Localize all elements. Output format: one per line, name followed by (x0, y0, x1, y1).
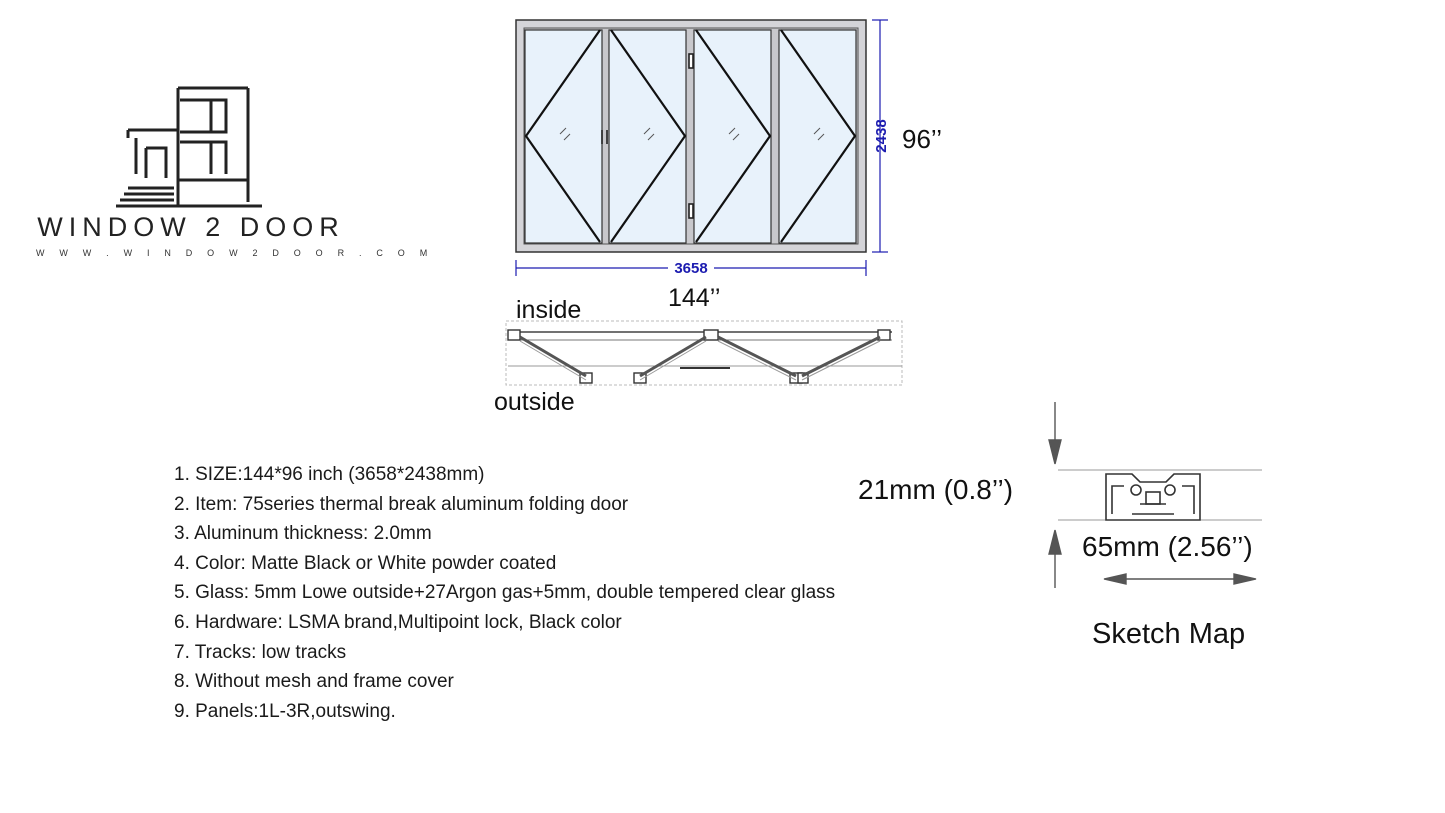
width-mm-label: 3658 (674, 260, 707, 277)
brand-logo: WINDOW 2 DOOR W W W . W I N D O W 2 D O … (36, 82, 434, 272)
width-inch-label: 144’’ (668, 284, 721, 312)
spec-item: 9. Panels:1L-3R,outswing. (174, 700, 396, 722)
spec-item: 2. Item: 75series thermal break aluminum… (174, 493, 629, 515)
height-mm-label: 2438 (873, 119, 890, 152)
inside-label: inside (516, 296, 582, 324)
profile-height-label: 21mm (0.8’’) (858, 474, 1014, 505)
panel-1 (524, 29, 603, 244)
spec-item: 5. Glass: 5mm Lowe outside+27Argon gas+5… (174, 582, 836, 604)
building-logo-icon (116, 86, 262, 208)
profile-sketch (1048, 402, 1262, 588)
outside-label: outside (494, 388, 575, 416)
aluminum-profile (1105, 473, 1201, 521)
spec-item: 7. Tracks: low tracks (174, 641, 347, 663)
spec-item: 4. Color: Matte Black or White powder co… (174, 552, 557, 574)
panel-4 (778, 29, 857, 244)
height-inch-label: 96’’ (902, 124, 943, 154)
spec-item: 3. Aluminum thickness: 2.0mm (174, 523, 432, 545)
profile-width-label: 65mm (2.56’’) (1082, 531, 1253, 562)
door-panels (524, 29, 857, 244)
brand-url: W W W . W I N D O W 2 D O O R . C O M (36, 248, 434, 258)
spec-item: 1. SIZE:144*96 inch (3658*2438mm) (174, 464, 485, 485)
door-elevation-drawing: 2438 3658 (505, 19, 903, 386)
sketch-map-title: Sketch Map (1092, 618, 1246, 650)
spec-item: 8. Without mesh and frame cover (174, 671, 454, 693)
panel-3 (693, 29, 772, 244)
panel-2 (608, 29, 687, 244)
spec-list: 1. SIZE:144*96 inch (3658*2438mm) 2. Ite… (174, 460, 835, 726)
fold-plan-view (505, 320, 903, 386)
spec-item: 6. Hardware: LSMA brand,Multipoint lock,… (174, 611, 622, 633)
brand-name: WINDOW 2 DOOR (37, 212, 345, 242)
